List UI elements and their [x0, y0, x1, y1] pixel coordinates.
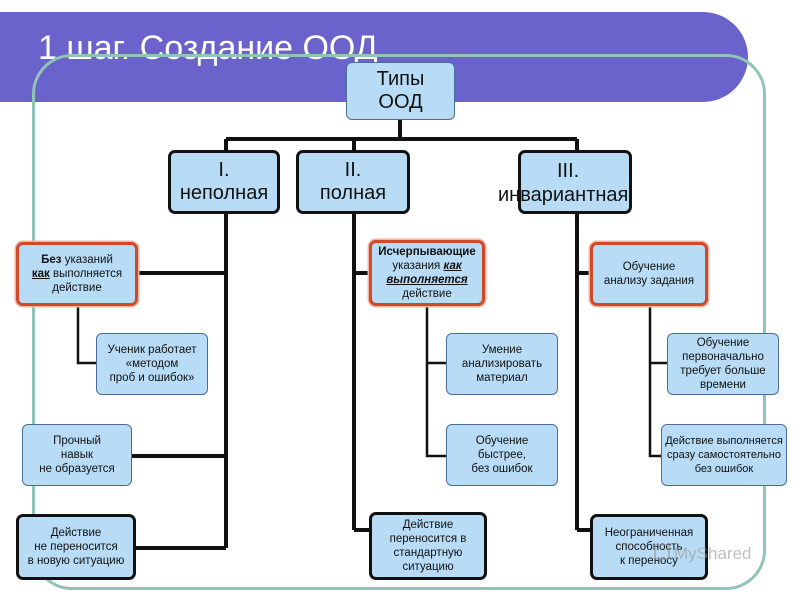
col1-red-bold: Без: [41, 254, 62, 266]
col1-bottom-line-1: Действие: [50, 527, 102, 539]
col1-bottom-line-3: в новую ситуацию: [27, 555, 125, 567]
col1-red-text-1: указаний: [61, 254, 113, 266]
type-2-node: II.полная: [296, 150, 410, 214]
col1-red-underline: как: [31, 268, 50, 280]
type-3-label: инвариантная: [498, 184, 629, 206]
col1-sub1-link: [76, 306, 96, 365]
col1-sub1-line-3: проб и ошибок»: [109, 372, 195, 384]
col3-red-line-1: Обучение: [622, 261, 676, 273]
content-frame: [32, 54, 766, 590]
col1-bottom-node: Действие не переносится в новую ситуацию: [16, 514, 136, 580]
col2-sub1-line-3: материал: [476, 372, 528, 384]
col3-red-node: Обучение анализу задания: [590, 242, 708, 306]
col2-red-text-1: указания: [392, 260, 444, 272]
col2-red-node: Исчерпывающие указания как выполняется дейс…: [369, 240, 485, 306]
col1-red-node: Без указаний как выполняется действие: [16, 242, 138, 306]
col2-red-underline-2: выполняется: [386, 274, 468, 286]
col2-sub2-line-2: быстрее,: [477, 449, 527, 461]
col2-bottom-node: Действие переносится в стандартную ситуацию: [369, 512, 487, 580]
col2-bottom-line-4: ситуацию: [402, 561, 454, 573]
root-line-2: ООД: [378, 91, 423, 113]
col2-sub2-line-3: без ошибок: [471, 463, 533, 475]
col2-sub1-node: Умение анализировать материал: [446, 333, 558, 395]
col1-sub2-line-2: навык: [60, 449, 94, 461]
type-1-node: I.неполная: [168, 150, 280, 214]
col2-sub-links: [425, 306, 446, 458]
type-3-node: [518, 150, 632, 214]
type-1-label: неполная: [179, 182, 269, 204]
col2-red-underline-1: как: [443, 260, 462, 272]
col2-sub1-line-2: анализировать: [461, 358, 543, 370]
col1-sub2-line-1: Прочный: [53, 435, 101, 447]
col2-sub2-node: Обучение быстрее, без ошибок: [446, 424, 558, 486]
watermark: MyShared: [654, 544, 751, 564]
type-1-number: I.: [218, 159, 230, 181]
slide-title: 1 шаг. Создание ООД: [38, 29, 378, 67]
col3-bottom-line-1: Неограниченная: [604, 527, 694, 539]
col1-sub1-node: Ученик работает «методом проб и ошибок»: [96, 333, 208, 395]
col3-sub1-line-3: требует больше: [680, 365, 766, 377]
type-2-label: полная: [319, 182, 387, 204]
col3-sub2-line-3: без ошибок: [694, 463, 754, 475]
col2-red-bold: Исчерпывающие: [378, 246, 476, 258]
col1-red-text-3: действие: [52, 282, 102, 294]
col3-red-line-2: анализу задания: [603, 275, 695, 287]
col2-bottom-line-2: переносится в: [389, 533, 467, 545]
col3-sub2-line-2: сразу самостоятельно: [667, 449, 781, 461]
col2-sub2-line-1: Обучение: [475, 435, 529, 447]
col1-bottom-line-2: не переносится: [34, 541, 118, 553]
col2-red-text-2: действие: [402, 288, 452, 300]
root-line-1: Типы: [376, 68, 425, 90]
col1-sub2-line-3: не образуется: [39, 463, 115, 475]
col3-sub1-line-2: первоначально: [682, 351, 764, 363]
col1-red-text-2: выполняется: [49, 268, 123, 280]
col2-bottom-line-1: Действие: [402, 519, 454, 531]
col3-sub1-line-1: Обучение: [696, 337, 750, 349]
col3-sub2-node: Действие выполняется сразу самостоятельно…: [661, 424, 787, 486]
type-3-number: III.: [557, 160, 580, 182]
watermark-text: MyShared: [674, 544, 752, 563]
col1-sub1-line-1: Ученик работает: [107, 344, 197, 356]
col1-sub2-node: Прочный навык не образуется: [22, 424, 132, 486]
col1-sub1-line-2: «методом: [125, 358, 179, 370]
col3-sub1-line-4: времени: [700, 379, 746, 391]
col3-sub1-node: Обучение первоначально требует больше време…: [667, 333, 779, 395]
watermark-logo-icon: [654, 544, 670, 560]
type-2-number: II.: [344, 159, 362, 181]
col3-sub2-line-1: Действие выполняется: [665, 435, 783, 447]
col2-sub1-line-1: Умение: [481, 344, 523, 356]
col2-bottom-line-3: стандартную: [393, 547, 463, 559]
